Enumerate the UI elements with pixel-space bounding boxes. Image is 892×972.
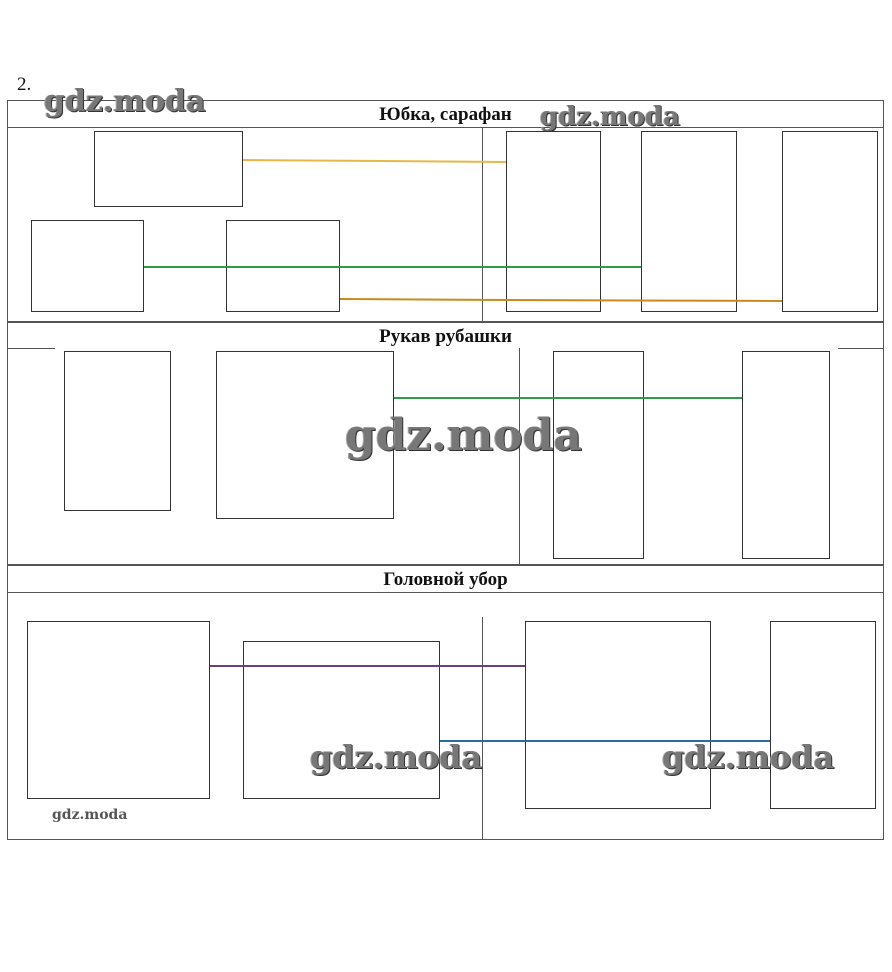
section-title-headwear: Головной убор (8, 566, 883, 593)
watermark: gdz.moda (345, 410, 583, 461)
picture-box (553, 351, 644, 559)
section-title-skirt: Юбка, сарафан (8, 101, 883, 128)
picture-box (782, 131, 878, 312)
section-skirt: Юбка, сарафан (7, 100, 884, 322)
pattern-box (94, 131, 243, 207)
watermark: gdz.moda (44, 84, 206, 119)
picture-box (742, 351, 830, 559)
section-headwear: Головной убор (7, 565, 884, 840)
section-sleeve: Рукав рубашки (7, 322, 884, 565)
watermark: gdz.moda (310, 738, 483, 776)
column-divider (519, 348, 520, 565)
watermark: gdz.moda (540, 102, 681, 132)
header-rule-right (838, 348, 884, 349)
picture-box (525, 621, 711, 809)
picture-box (641, 131, 737, 312)
watermark: gdz.moda (52, 807, 128, 823)
header-rule-left (7, 348, 55, 349)
pattern-box (31, 220, 144, 312)
picture-box (506, 131, 601, 312)
pattern-box (27, 621, 210, 799)
pattern-box (216, 351, 394, 519)
task-number: 2. (17, 74, 32, 95)
watermark: gdz.moda (662, 738, 835, 776)
pattern-box (243, 641, 440, 799)
column-divider (482, 127, 483, 322)
picture-box (770, 621, 876, 809)
column-divider (482, 617, 483, 839)
section-title-sleeve: Рукав рубашки (379, 326, 512, 347)
pattern-box (64, 351, 171, 511)
pattern-box (226, 220, 340, 312)
